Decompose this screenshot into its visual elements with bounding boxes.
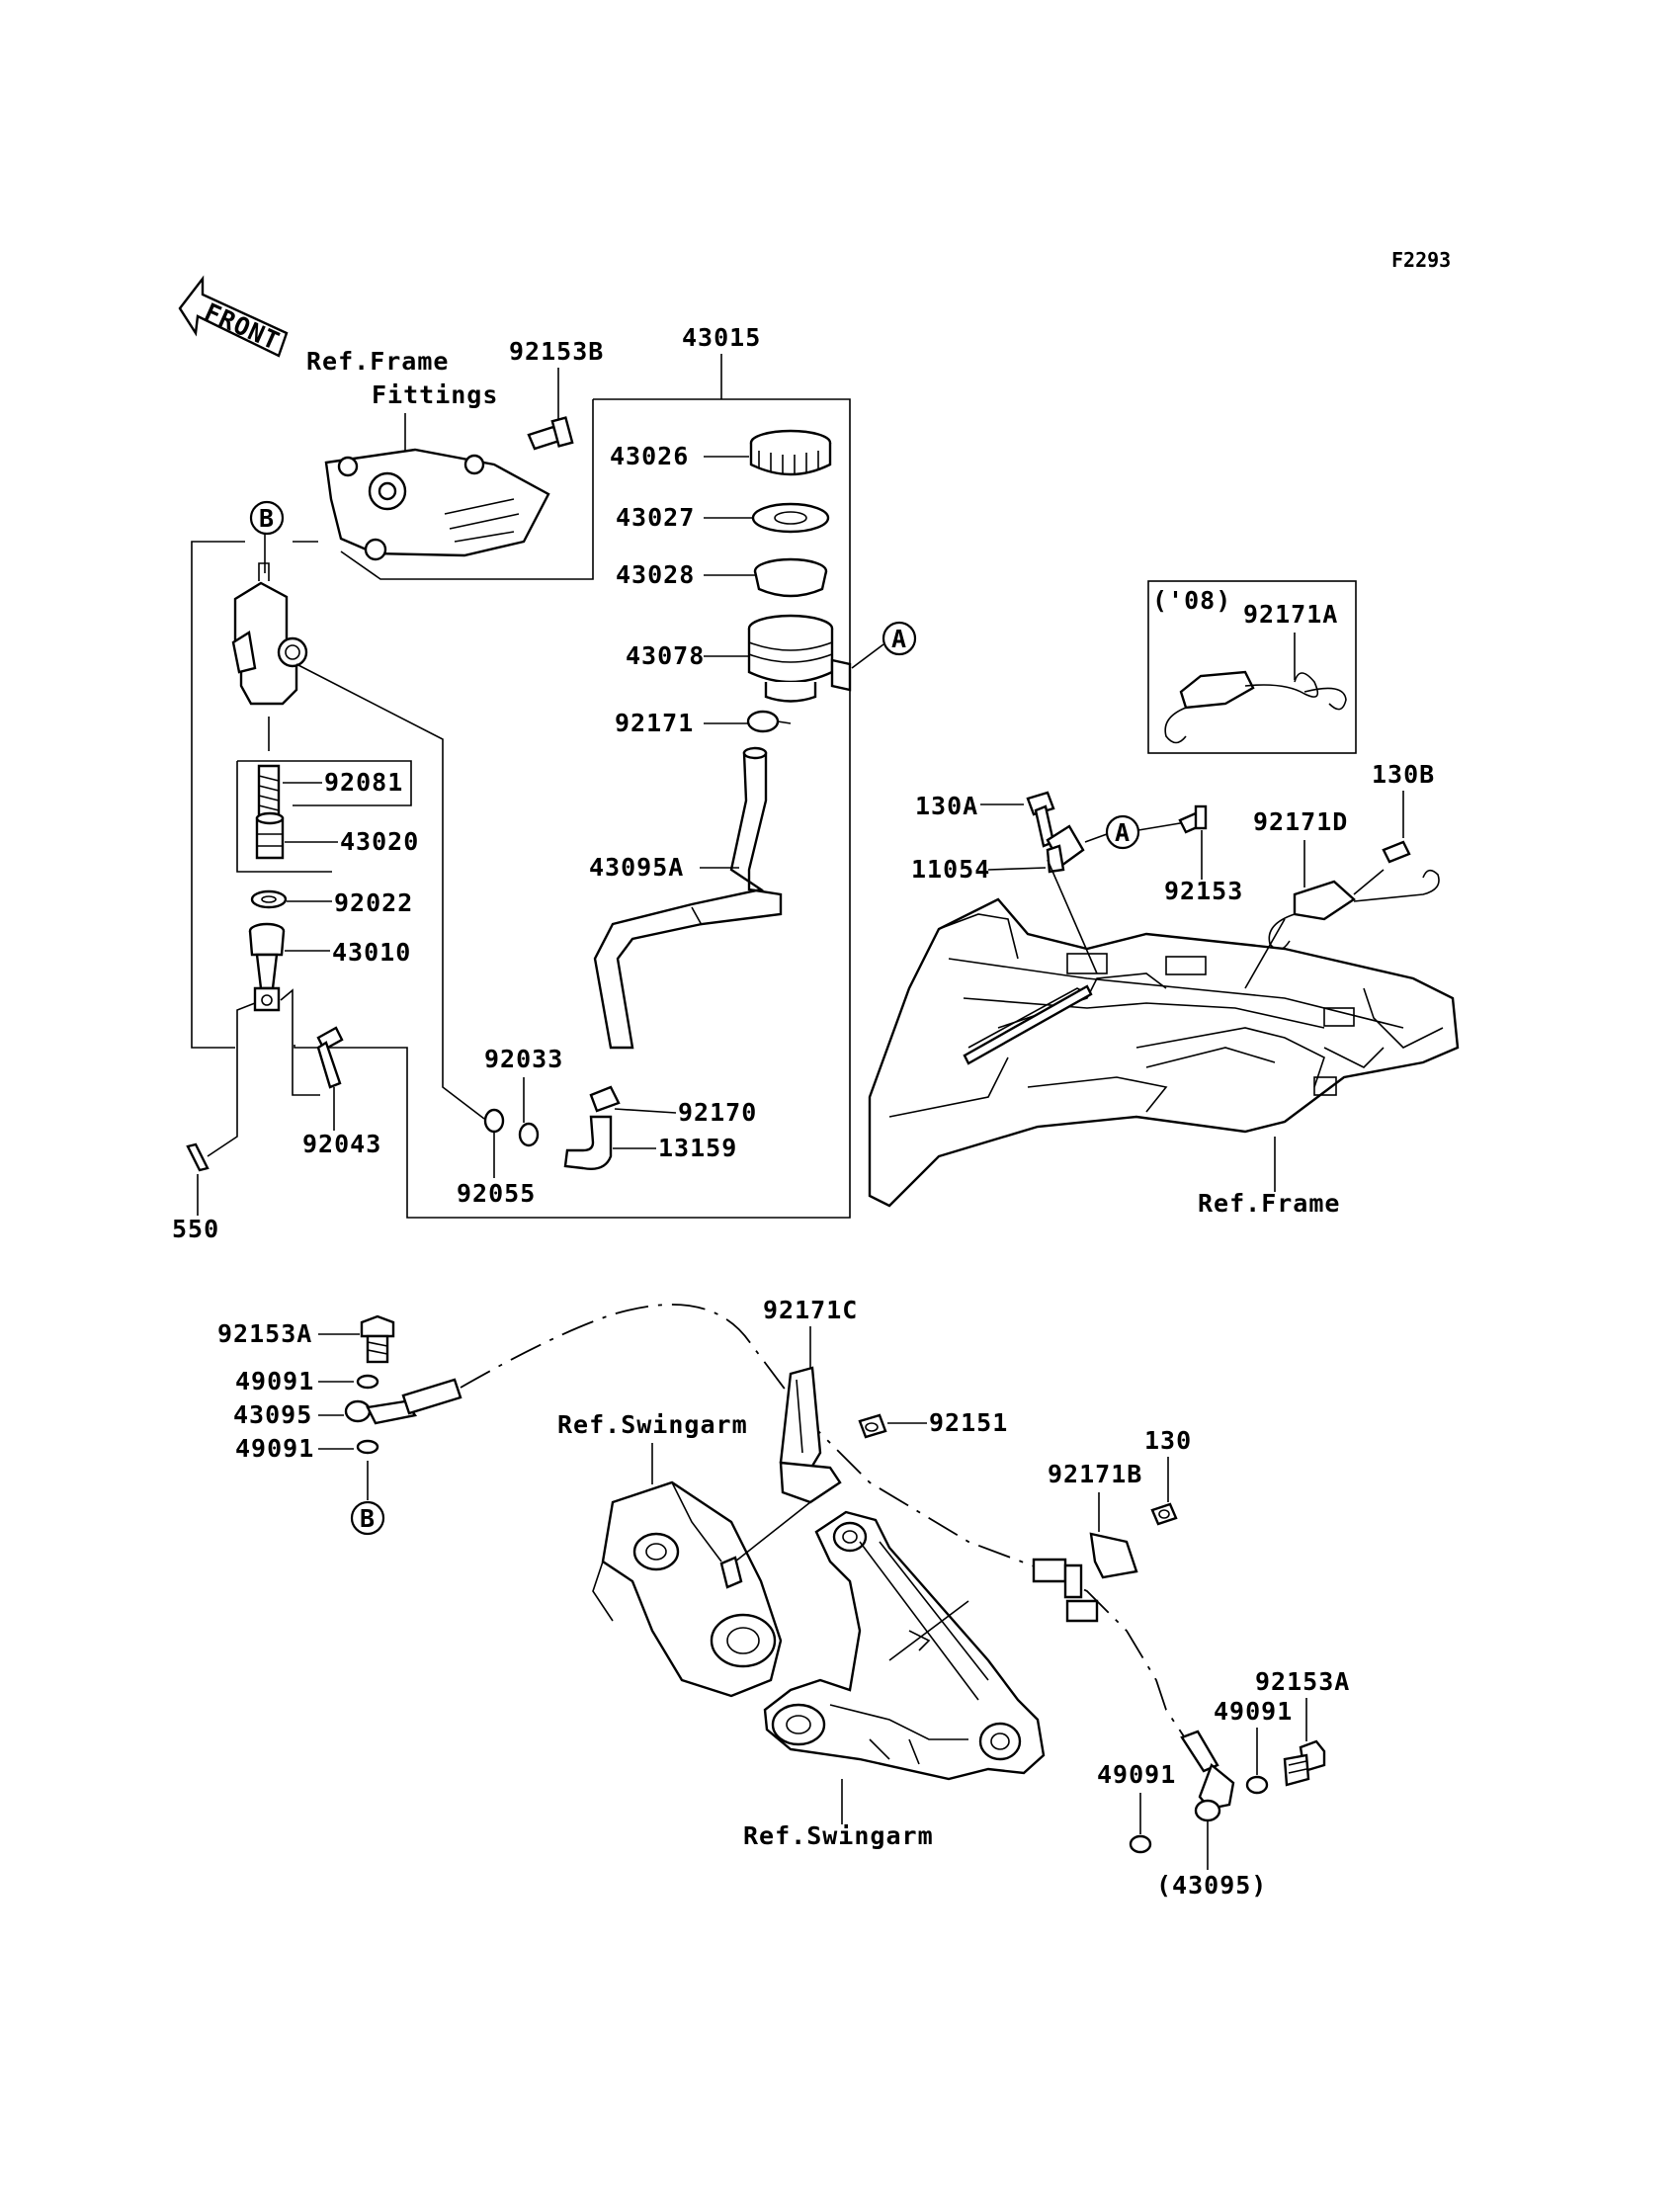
label-49091-1: 49091: [235, 1367, 314, 1395]
label-92022: 92022: [334, 888, 413, 917]
washer-92022: [250, 889, 288, 909]
brake-hose-path: [460, 1304, 1187, 1740]
ref-frame-fittings-line2: Fittings: [372, 380, 498, 409]
label-92033: 92033: [484, 1045, 563, 1073]
callout-b-2: [350, 1500, 385, 1536]
banjo-bolt-92153a-2: [1283, 1739, 1326, 1787]
label-92153a-2: 92153A: [1255, 1667, 1350, 1696]
year-08-box: [1147, 580, 1357, 754]
reservoir-cap-43026: [749, 429, 832, 476]
bracket-92171a: [1164, 670, 1347, 744]
diagram-code: F2293: [1391, 248, 1451, 272]
bolt-92153b: [527, 416, 574, 451]
callout-b-1-label: B: [259, 504, 275, 533]
label-43020: 43020: [340, 827, 419, 856]
washer-49091-4: [1129, 1834, 1152, 1854]
label-49091-4: 49091: [1097, 1760, 1176, 1789]
label-43028: 43028: [616, 560, 695, 589]
label-92055: 92055: [457, 1179, 536, 1208]
label-130a: 130A: [915, 792, 978, 820]
ref-frame-fittings-line1: Ref.Frame: [306, 347, 449, 376]
label-92171a: 92171A: [1243, 600, 1338, 629]
hose-43095a: [593, 746, 783, 1050]
diaphragm-43028: [753, 557, 828, 598]
banjo-fitting-43095: [344, 1378, 462, 1425]
swingarm-illustration: [592, 1480, 811, 1698]
frame-illustration: [868, 859, 1460, 1208]
label-43027: 43027: [616, 503, 695, 532]
label-130b: 130B: [1372, 760, 1435, 789]
year-note: ('08): [1152, 586, 1231, 615]
fitting-13159: [563, 1115, 613, 1170]
label-43026: 43026: [610, 442, 689, 470]
label-13159: 13159: [658, 1134, 737, 1162]
label-49091-2: 49091: [235, 1434, 314, 1463]
ref-frame: Ref.Frame: [1198, 1189, 1340, 1218]
clip-92170: [589, 1085, 621, 1113]
label-43078: 43078: [626, 641, 705, 670]
label-92153b: 92153B: [509, 337, 604, 366]
label-43095: 43095: [233, 1400, 312, 1429]
ref-swingarm-1: Ref.Swingarm: [557, 1410, 748, 1439]
label-43015: 43015: [682, 323, 761, 352]
label-130: 130: [1144, 1426, 1192, 1455]
callout-b-2-label: B: [360, 1504, 376, 1533]
label-92151: 92151: [929, 1408, 1008, 1437]
label-550: 550: [172, 1215, 219, 1243]
label-92171c: 92171C: [763, 1296, 858, 1324]
label-92171d: 92171D: [1253, 807, 1348, 836]
bolt-130b: [1382, 840, 1411, 864]
bracket-11054: [1046, 824, 1085, 874]
callout-a-2: [1105, 814, 1140, 850]
front-arrow-icon: FRONT: [178, 275, 289, 358]
cotter-pin-550: [186, 1142, 210, 1172]
bracket-92171c: [779, 1366, 842, 1504]
label-92171b: 92171B: [1048, 1460, 1142, 1488]
label-43095-paren: (43095): [1156, 1871, 1267, 1900]
o-ring-92055: [483, 1108, 505, 1134]
callout-a-2-label: A: [1115, 818, 1131, 847]
bolt-92151: [858, 1413, 887, 1439]
ref-swingarm-2: Ref.Swingarm: [743, 1821, 934, 1850]
label-92170: 92170: [678, 1098, 757, 1127]
label-43095a: 43095A: [589, 853, 684, 882]
label-43010: 43010: [332, 938, 411, 967]
push-rod-43010: [248, 922, 286, 1012]
washer-49091-2: [356, 1439, 379, 1455]
plate-43027: [751, 502, 830, 534]
label-92043: 92043: [302, 1130, 381, 1158]
washer-49091-1: [356, 1374, 379, 1390]
callout-a-1: [882, 621, 917, 656]
clamp-92171b: [1089, 1532, 1138, 1579]
hose-joint: [1032, 1558, 1099, 1623]
piston-43020: [255, 811, 285, 860]
banjo-bolt-92153a-1: [360, 1314, 395, 1364]
callout-b-1: [249, 500, 285, 536]
label-92171: 92171: [615, 709, 694, 737]
label-11054: 11054: [911, 855, 990, 884]
washer-49091-3: [1245, 1775, 1269, 1795]
bracket-92171d: [1268, 869, 1440, 951]
linkage-illustration: [763, 1510, 1046, 1781]
frame-fitting-bracket: [324, 448, 550, 561]
callout-a-1-label: A: [891, 625, 907, 653]
label-92153a-1: 92153A: [217, 1319, 312, 1348]
bolt-92153: [1178, 804, 1208, 834]
reservoir-tank-43078: [747, 614, 852, 703]
master-cylinder-body: [231, 562, 308, 706]
banjo-fitting-43095-right: [1180, 1730, 1235, 1822]
bolt-130: [1150, 1502, 1178, 1526]
pin-92043: [316, 1026, 344, 1089]
label-92081: 92081: [324, 768, 403, 797]
label-49091-3: 49091: [1214, 1697, 1293, 1726]
label-92153: 92153: [1164, 877, 1243, 905]
circlip-92033: [518, 1122, 540, 1147]
clamp-92171: [746, 710, 792, 733]
front-label: FRONT: [201, 297, 285, 356]
